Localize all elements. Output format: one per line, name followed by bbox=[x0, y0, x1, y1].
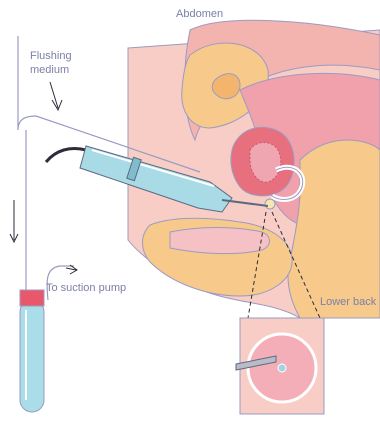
flushing-arrow bbox=[50, 82, 62, 110]
vaginal-canal bbox=[170, 228, 270, 254]
lower-back-label: Lower back bbox=[320, 296, 376, 309]
probe-cable bbox=[46, 149, 86, 163]
down-arrow bbox=[10, 200, 18, 242]
abdomen-label: Abdomen bbox=[176, 8, 223, 21]
embryo-dot bbox=[265, 199, 275, 209]
flushing-label-line1: Flushing bbox=[30, 50, 72, 63]
lower-back-tissue bbox=[288, 140, 380, 318]
flushing-label-line2: medium bbox=[30, 64, 69, 77]
collection-tube bbox=[20, 290, 44, 412]
zoom-inset bbox=[236, 318, 324, 414]
suction-pump-label: To suction pump bbox=[46, 282, 126, 295]
